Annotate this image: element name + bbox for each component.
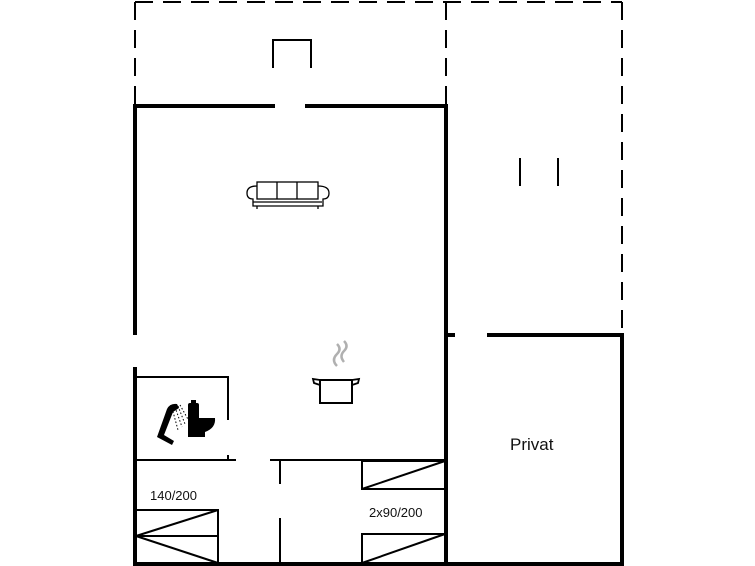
bed-size-label-double: 140/200	[150, 488, 197, 503]
exterior-walls	[133, 104, 624, 566]
room-label-private: Privat	[510, 435, 554, 454]
single-bed-bottom	[361, 533, 446, 564]
terrace-marks	[519, 158, 559, 186]
fireplace-icon	[272, 39, 312, 68]
terrace-outline	[134, 1, 623, 335]
bed-size-label-twin: 2x90/200	[369, 505, 423, 520]
cooking-pot-icon	[311, 340, 361, 404]
double-bed	[135, 509, 219, 564]
single-bed-top	[361, 460, 446, 490]
shower-icon	[157, 403, 190, 445]
sofa-icon	[246, 181, 330, 209]
bathroom-walls	[135, 376, 236, 461]
toilet-icon	[188, 400, 216, 437]
